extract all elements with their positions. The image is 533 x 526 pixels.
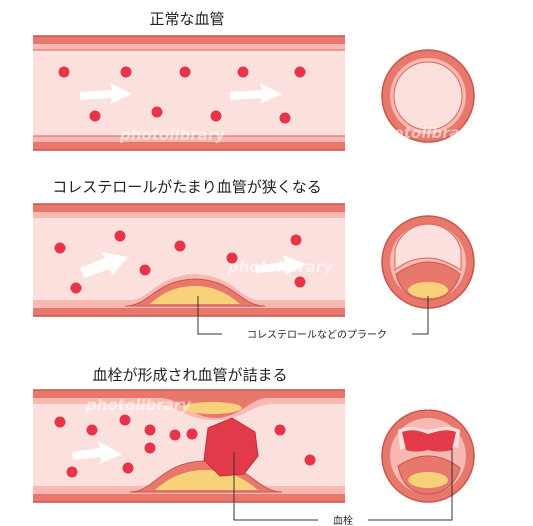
narrowing-vessel-cross-section: [382, 216, 474, 308]
plaque-label: コレステロールなどのプラーク: [247, 329, 387, 341]
title-thrombus: 血栓が形成され血管が詰まる: [92, 366, 287, 384]
thrombus-label: 血栓: [333, 514, 353, 526]
svg-text:photolibrary: photolibrary: [119, 126, 226, 144]
title-normal-vessel: 正常な血管: [149, 10, 224, 28]
svg-text:photolibrary: photolibrary: [227, 258, 334, 276]
svg-text:photolibrary: photolibrary: [371, 396, 478, 414]
plaque-cross-section: [408, 282, 448, 298]
svg-text:photolibrary: photolibrary: [85, 396, 192, 414]
svg-text:photolibrary: photolibrary: [371, 124, 478, 142]
title-narrowing: コレステロールがたまり血管が狭くなる: [52, 178, 322, 196]
thrombus-vessel-cross-section: [382, 410, 474, 502]
